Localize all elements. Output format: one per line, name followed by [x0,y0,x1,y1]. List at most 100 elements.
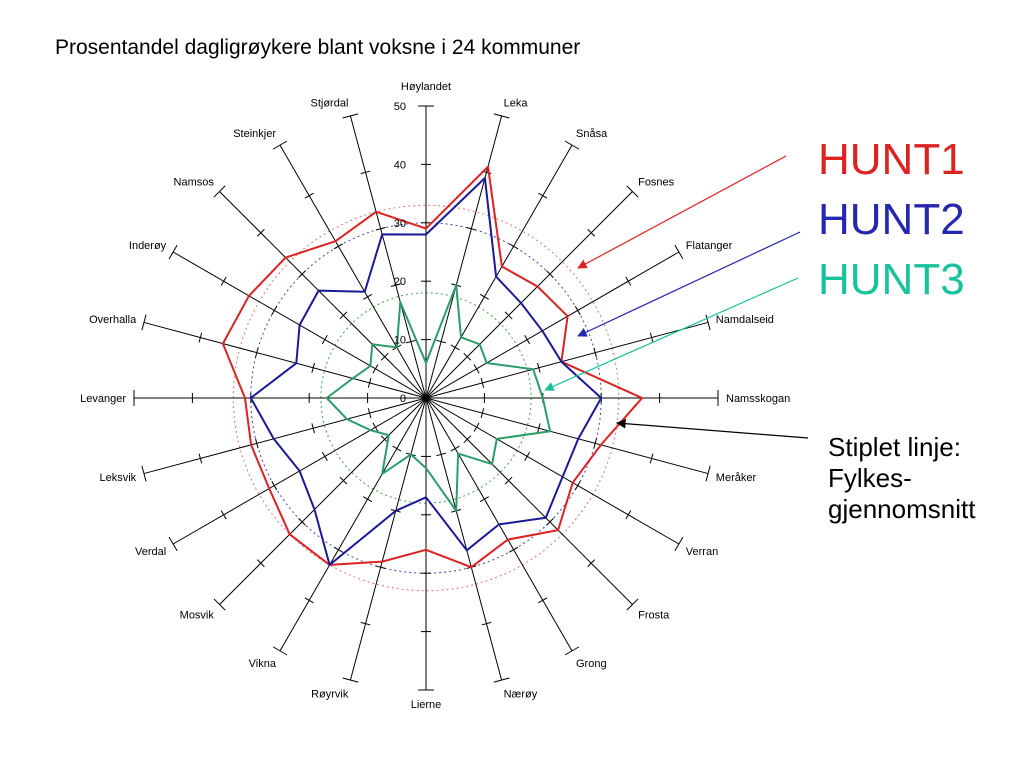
category-label: Overhalla [89,314,137,326]
axis-tick [574,481,581,491]
axis-tick [538,597,548,604]
axis-tick [463,435,472,444]
axis-tick [168,244,178,260]
axis-tick [649,453,654,464]
category-label: Levanger [80,393,126,405]
axis-tick [375,226,386,231]
axis-line [143,397,427,475]
axis-line [143,321,427,399]
axis-tick [537,362,541,373]
category-label: Lierne [411,699,442,711]
axis-tick [626,598,639,611]
axis-line [425,191,633,399]
axis-tick [339,476,348,485]
axis-line [425,321,709,399]
axis-tick [321,335,328,345]
axis-tick [390,283,401,287]
category-label: Verran [686,546,718,558]
axis-tick [481,621,492,626]
axis-tick [493,677,510,683]
axis-tick [473,422,480,432]
axis-tick [545,517,554,526]
axis-line [425,115,503,399]
axis-line [425,144,573,399]
axis-tick [436,339,447,344]
radar-series [221,165,644,569]
category-label: Vikna [249,658,277,670]
axis-tick [363,496,373,503]
axis-tick [625,276,632,286]
axis-tick [537,423,541,434]
axis-tick [450,344,460,351]
axis-tick [593,347,598,358]
axis-line [425,397,633,605]
legend-hunt2: HUNT2 [818,195,965,244]
tick-label: 30 [394,218,406,230]
category-label: Leksvik [100,472,137,484]
axis-tick [272,646,288,656]
dashed-line-note: Stiplet linje: Fylkes- gjennomsnitt [828,432,975,525]
axis-tick [342,677,359,683]
legend-arrows [544,155,809,439]
axis-tick [311,423,315,434]
axis-tick [509,243,519,250]
axis-tick [587,228,596,237]
category-label: Stjørdal [310,97,348,109]
axis-tick [705,465,711,482]
axis-tick [168,536,178,552]
axis-tick [372,422,379,432]
series-hunt3 [325,284,552,512]
axis-tick [405,339,416,344]
axis-tick [593,438,598,449]
axis-tick [256,228,265,237]
axis-tick [564,140,580,150]
axis-tick [360,621,371,626]
category-label: Flatanger [686,240,733,252]
legend-arrow [577,155,787,269]
axis-tick [304,597,314,604]
axis-tick [220,276,227,286]
axis-line [279,144,427,399]
axis-tick [504,476,513,485]
tick-label: 40 [394,159,406,171]
axis-tick [298,270,307,279]
axis-line [219,397,427,605]
radar-axes [133,105,719,691]
axis-line [349,397,427,681]
axis-tick [392,445,402,452]
axis-tick [450,445,460,452]
axis-tick [436,452,447,457]
axis-tick [587,559,596,568]
axis-line [425,397,680,545]
category-label: Namdalseid [716,314,774,326]
legend-arrow [544,277,799,391]
legend-hunt1: HUNT1 [818,135,965,184]
axis-tick [463,352,472,361]
chart-title: Prosentandel dagligrøykere blant voksne … [55,36,581,59]
axis-tick [473,364,480,374]
axis-tick [220,510,227,520]
axis-tick [367,408,372,419]
axis-tick [256,559,265,568]
axis-tick [479,496,489,503]
axis-tick [504,311,513,320]
category-label: Høylandet [401,81,451,93]
axis-tick [213,598,226,611]
axis-tick [198,332,203,343]
axis-tick [574,305,581,315]
axis-line [219,191,427,399]
axis-tick [480,408,485,419]
axis-tick [372,364,379,374]
category-label: Grong [576,658,607,670]
axis-line [349,115,427,399]
note-line-1: Stiplet linje: [828,432,961,462]
legend-arrow [616,418,809,439]
axis-tick [311,362,315,373]
category-label: Verdal [135,546,166,558]
axis-tick [705,314,711,331]
axis-tick [333,546,343,553]
axis-tick [271,481,278,491]
note-line-3: gjennomsnitt [828,494,976,524]
category-labels: HøylandetLekaSnåsaFosnesFlatangerNamdals… [80,81,790,711]
